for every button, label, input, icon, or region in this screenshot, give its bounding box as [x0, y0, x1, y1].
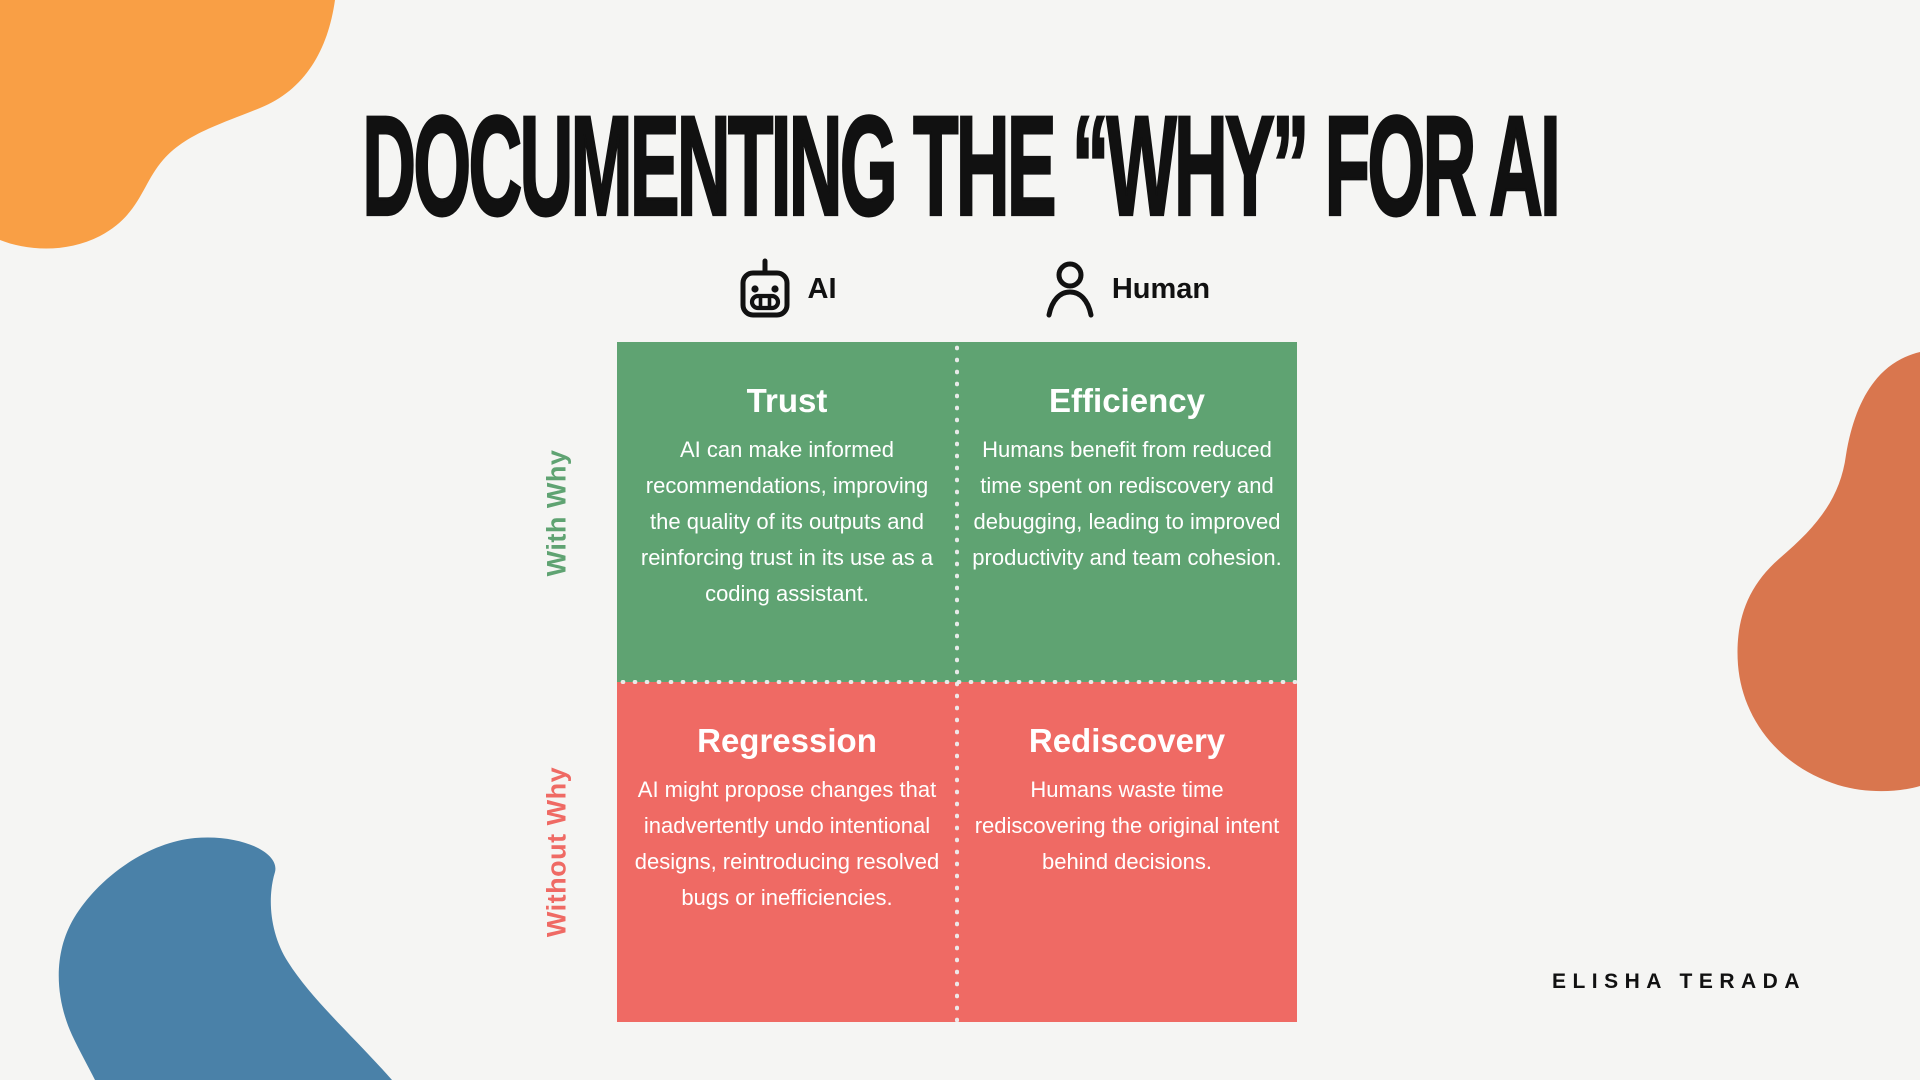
row-label-with-why: With Why — [541, 449, 572, 577]
quadrant-title: Rediscovery — [1028, 722, 1226, 759]
quadrant-rediscovery: Rediscovery Humans waste time rediscover… — [957, 682, 1297, 1022]
quadrant-title: Regression — [697, 722, 877, 759]
column-label-ai: AI — [807, 272, 837, 305]
quadrant-title: Efficiency — [1049, 382, 1205, 419]
quadrant-body: Humans waste time rediscovering the orig… — [974, 777, 1280, 874]
slide-title: DOCUMENTING THE “WHY” FOR AI — [0, 84, 1920, 247]
slide-title-text: DOCUMENTING THE “WHY” FOR AI — [361, 85, 1561, 247]
column-header-ai: AI — [617, 252, 957, 326]
quadrant-matrix: Trust AI can make informed recommendatio… — [617, 342, 1297, 1022]
robot-icon — [740, 258, 789, 318]
column-label-human: Human — [1111, 272, 1211, 305]
orange-blob — [0, 0, 335, 249]
blue-blob — [58, 837, 392, 1080]
quadrant-regression: Regression AI might propose changes that… — [617, 682, 957, 1022]
quadrant-body: AI can make informed recommendations, im… — [640, 437, 934, 606]
person-icon — [1046, 261, 1094, 318]
horizontal-dotted-divider — [617, 680, 1297, 684]
column-header-human: Human — [957, 252, 1297, 326]
column-headers: AI Human — [617, 252, 1297, 326]
row-label-without-why: Without Why — [541, 766, 572, 938]
quadrant-trust: Trust AI can make informed recommendatio… — [617, 342, 957, 682]
terracotta-blob — [1737, 352, 1920, 792]
quadrant-body: AI might propose changes that inadverten… — [634, 777, 940, 910]
quadrant-body: Humans benefit from reduced time spent o… — [972, 437, 1282, 570]
quadrant-title: Trust — [746, 382, 828, 419]
quadrant-efficiency: Efficiency Humans benefit from reduced t… — [957, 342, 1297, 682]
author-credit: ELISHA TERADA — [1551, 970, 1806, 993]
